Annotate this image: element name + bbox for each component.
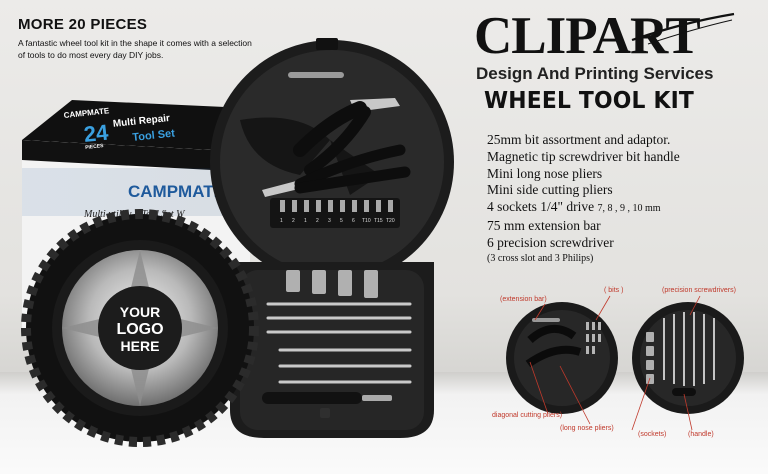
brand-swash-icon (631, 12, 735, 45)
bit-label: 2 (316, 218, 319, 224)
reference-diagram (506, 295, 744, 431)
bit-label: 2 (292, 218, 295, 224)
feature-item: Mini long nose pliers (487, 165, 603, 181)
bit-label: 3 (328, 218, 331, 224)
callout-diagonal-pliers: diagonal cutting pliers) (492, 412, 563, 419)
bit-label: 1 (280, 218, 283, 224)
callout-handle: (handle) (688, 431, 714, 438)
logo-hub (98, 286, 182, 370)
bit-label: 5 (340, 218, 343, 224)
promo-subline: A fantastic wheel tool kit in the shape … (18, 38, 252, 60)
side-cutting-pliers (262, 144, 411, 197)
logo-line-1: YOUR (120, 304, 160, 320)
callout-precision-screwdrivers: (precision screwdrivers) (662, 287, 736, 294)
box-title-line2: Tool Set (132, 128, 176, 144)
callout-long-nose-pliers: (long nose pliers) (560, 425, 614, 432)
callout-extension-bar: (extension bar) (500, 296, 547, 303)
product-title: WHEEL TOOL KIT (484, 88, 694, 114)
wheel-case: YOUR LOGO HERE (21, 209, 259, 447)
feature-item: Mini side cutting pliers (487, 182, 613, 198)
feature-list: 25mm bit assortment and adaptor. Magneti… (487, 132, 680, 266)
feature-item: 4 sockets 1/4" drive 7, 8 , 9 , 10 mm (487, 199, 661, 215)
sockets (286, 270, 378, 298)
bit-label: T10 (362, 218, 371, 224)
feature-item: 6 precision screwdriver (487, 234, 614, 250)
brand-logo-text: CLIPART (474, 7, 701, 65)
feature-sub: 7, 8 , 9 , 10 mm (597, 203, 661, 215)
feature-item: Magnetic tip screwdriver bit handle (487, 148, 680, 164)
box-piece-count: 24 (83, 119, 111, 147)
feature-note: (3 cross slot and 3 Philips) (487, 252, 594, 264)
bit-handle (262, 392, 392, 404)
logo-line-3: HERE (121, 338, 160, 354)
bit-label: 6 (352, 218, 355, 224)
box-piece-unit: PIECES (85, 143, 105, 151)
precision-screwdrivers (266, 302, 412, 384)
callout-bits: ( bits ) (604, 287, 624, 294)
extension-bar (288, 72, 344, 78)
long-nose-pliers (293, 98, 400, 176)
bit-label: T20 (386, 218, 395, 224)
case-top-half: 1 2 1 2 3 5 6 T10 T15 T20 (210, 38, 454, 284)
bit-label: 1 (304, 218, 307, 224)
logo-line-2: LOGO (116, 321, 163, 338)
case-bottom-half (230, 262, 434, 438)
bits-row (280, 200, 393, 212)
promo-headline: MORE 20 PIECES (18, 16, 148, 33)
bit-label: T15 (374, 218, 383, 224)
brand-tagline: Design And Printing Services (476, 64, 714, 83)
box-brand-label: CAMPMATE (128, 182, 225, 201)
feature-item: 75 mm extension bar (487, 217, 601, 233)
callout-sockets: (sockets) (638, 431, 667, 438)
feature-item: 25mm bit assortment and adaptor. (487, 132, 671, 147)
